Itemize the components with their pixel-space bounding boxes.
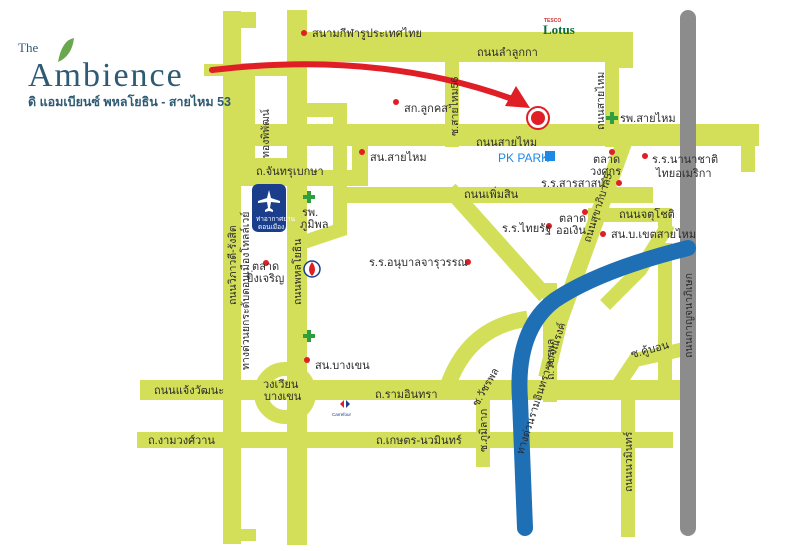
label-police-saimai: สน.สายไหม: [370, 151, 427, 164]
logo-name: Ambience: [28, 57, 184, 94]
label-hospital-bhumibol-2: ภูมิพล: [300, 219, 329, 231]
oongern-dot: [582, 209, 588, 215]
label-stadium: สนามกีฬารูประเทศไทย: [312, 27, 422, 40]
label-tesco-small: TESCO: [544, 18, 561, 24]
label-airport-en: ดอนเมือง: [258, 223, 284, 231]
label-market-oongern-2: ออเงิน: [556, 225, 586, 237]
nanachat-dot: [642, 153, 648, 159]
hospital-bhumibol-cross: [303, 191, 315, 203]
saikhlong-dot: [393, 99, 399, 105]
road-chanthrubeksa: [232, 137, 368, 186]
label-road-chanthrubeksa: ถ.จันทรุเบกษา: [256, 166, 324, 178]
hospital-cross-3: [303, 330, 315, 342]
label-school-anubaan: ร.ร.อนุบาลจารุวรรณ: [369, 257, 468, 269]
label-road-nawamin: ถนนนวมินทร์: [622, 431, 635, 492]
hospital-saimai-cross: [606, 112, 618, 124]
label-hospital-saimai: รพ.สายไหม: [620, 112, 676, 125]
destination-marker[interactable]: [526, 106, 550, 130]
leaf-icon: [58, 38, 74, 62]
bangkhen-circle: [254, 362, 316, 424]
police-saimai-dot: [359, 149, 365, 155]
label-market-yingcharoen-2: ยิ่งเจริญ: [246, 270, 284, 285]
label-road-permsin: ถนนเพิ่มสิน: [464, 186, 519, 201]
label-road-kaset-nawamin: ถ.เกษตร-นวมินทร์: [376, 434, 462, 447]
road-thongphiphat: [241, 63, 302, 172]
expressway-line: [511, 240, 696, 536]
airplane-icon: [258, 190, 280, 212]
thairat-dot: [546, 223, 552, 229]
label-market-yingcharoen: ตลาด: [252, 261, 279, 273]
yingcharoen-dot: [263, 260, 269, 266]
label-road-right-saimai: ถนนสายไหม: [594, 72, 607, 130]
label-road-phumilap: ซ.ภูมิลาภ: [478, 409, 490, 452]
label-road-chaengwattana: ถนนแจ้งวัฒนะ: [154, 385, 224, 397]
label-road-kanchanaphisek: ถนนกาญจนาภิเษก: [683, 273, 695, 358]
label-road-saimai-56: ซ.สายไหม56: [448, 77, 461, 136]
airport-badge: ท่าอากาศยาน ดอนเมือง: [252, 184, 296, 232]
label-road-ngamwongwan: ถ.งามวงศ์วาน: [148, 434, 215, 447]
landmarks: สนามกีฬารูประเทศไทย TESCO Lotus สก.ลูกคส…: [246, 18, 718, 417]
label-road-raminthra: ถ.รามอินทรา: [375, 389, 438, 401]
label-pk-park: PK PARK: [498, 151, 549, 165]
label-police-bangkhen: สน.บางเขน: [315, 360, 370, 372]
label-road-jatuchot: ถนนจตุโชติ: [619, 207, 675, 221]
label-road-phahonyothin: ถนนพหลโยธิน: [291, 239, 304, 305]
logo-the: The: [18, 40, 38, 55]
label-school-thairat: ร.ร.ไทยรัฐ: [502, 222, 551, 235]
label-market-wongsakorn-2: วงศกร: [590, 166, 621, 178]
label-carrefour: Carrefour: [332, 412, 352, 417]
brand-logo: The Ambience ดิ แอมเบียนซ์ พหลโยธิน - สา…: [18, 38, 231, 109]
anubaan-dot: [465, 259, 471, 265]
label-saikhlong: สก.ลูกคส: [404, 103, 448, 115]
label-road-vibhavadi: ถนนวิภาวดี-รังสิต: [226, 225, 239, 305]
label-police-bangkhen-saimai: สน.บ.เขตสายไหม: [611, 228, 696, 241]
label-road-lamlukka: ถนนลำลูกกา: [477, 47, 538, 59]
bangkhen-saimai-dot: [600, 231, 606, 237]
label-road-watcharaphon: ถ.วัชรพล: [545, 339, 557, 380]
saranlak-dot: [616, 180, 622, 186]
label-circle: วงเวียน: [263, 378, 299, 391]
wongsakorn-dot: [609, 149, 615, 155]
stadium-dot: [301, 30, 307, 36]
label-circle-2: บางเขน: [264, 391, 302, 403]
gas-station-icon: [303, 260, 321, 278]
carrefour-icon: Carrefour: [332, 400, 352, 417]
pk-park-marker: [545, 151, 555, 161]
police-bangkhen-dot: [304, 357, 310, 363]
label-road-saimai: ถนนสายไหม: [476, 136, 537, 149]
label-school-nanachat-2: ไทยอเมริกา: [655, 167, 712, 180]
road-diag-left: [443, 183, 552, 302]
road-watcharaphon-curve: [439, 310, 530, 391]
destination-arrow: [209, 61, 530, 108]
label-market-wongsakorn: ตลาด: [593, 154, 620, 166]
logo-subtitle: ดิ แอมเบียนซ์ พหลโยธิน - สายไหม 53: [28, 94, 231, 109]
label-road-tollway: ทางด่วนยกระดับดอนเมืองโทลล์เวย์: [239, 212, 252, 370]
label-market-oongern: ตลาด: [559, 213, 586, 225]
label-airport-th: ท่าอากาศยาน: [256, 216, 296, 223]
label-school-nanachat: ร.ร.นานาชาติ: [652, 154, 718, 166]
label-hospital-bhumibol: รพ.: [302, 207, 318, 219]
label-tesco-lotus: Lotus: [543, 22, 575, 37]
label-school-saranlak: ร.ร.สารสาสน์: [541, 177, 605, 190]
label-road-thongphiphat: ทองพิพัฒน์: [259, 109, 272, 158]
